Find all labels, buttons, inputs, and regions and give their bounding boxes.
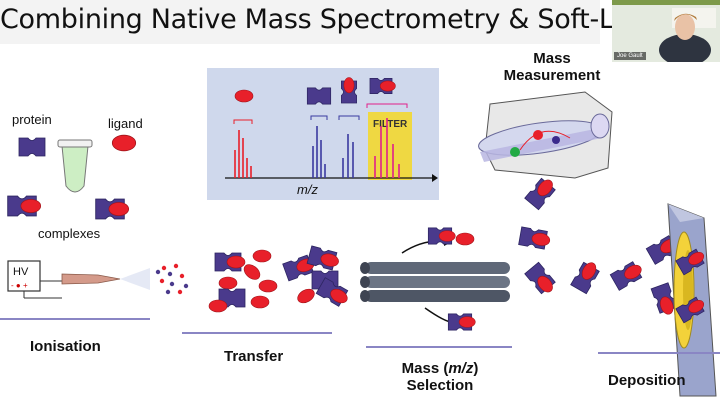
protein-label: protein xyxy=(12,112,52,127)
complexes-label: complexes xyxy=(38,226,101,241)
deposition-target-icon xyxy=(667,203,717,397)
hv-polarity-label: - ● + xyxy=(11,281,28,290)
mass-selection-paren: ) xyxy=(473,360,479,377)
droplets xyxy=(155,263,189,295)
mass-measurement-line1: Mass xyxy=(533,50,571,67)
transfer-ions xyxy=(208,246,351,313)
mass-measurement-line2: Measurement xyxy=(503,67,601,84)
stage-mass-selection-label: Mass (m/z) Selection xyxy=(392,360,488,394)
emitter-capillary-icon xyxy=(61,268,150,290)
filter-label: FILTER xyxy=(373,119,408,130)
deposition-rule xyxy=(598,352,720,354)
ionisation-rule xyxy=(0,318,150,320)
complex-icon xyxy=(96,199,129,219)
slide-title: Combining Native Mass Spectrometry & Sof… xyxy=(0,4,705,35)
ligand-label: ligand xyxy=(108,116,143,131)
hv-label: HV xyxy=(13,266,29,278)
mass-selection-line2: Selection xyxy=(406,377,474,394)
complex-icon xyxy=(8,196,41,216)
quadrupole-mass-filter-icon xyxy=(360,262,510,302)
participant-name: Joe Gault xyxy=(614,52,646,60)
hv-power-supply-icon xyxy=(7,260,62,299)
transfer-rule xyxy=(182,332,332,334)
participant-avatar xyxy=(612,0,720,62)
deposition-ions xyxy=(519,227,682,317)
stage-deposition-label: Deposition xyxy=(608,372,686,389)
participant-video-tile[interactable]: Joe Gault xyxy=(612,0,720,62)
ligand-icon xyxy=(111,134,137,152)
mass-selection-rule xyxy=(366,346,512,348)
protein-icon xyxy=(18,137,46,157)
stage-mass-measurement-label: Mass Measurement xyxy=(492,50,612,84)
title-bar xyxy=(0,0,600,44)
spectrum-x-axis-label: m/z xyxy=(297,182,318,197)
stage-ionisation-label: Ionisation xyxy=(30,338,101,355)
stage-transfer-label: Transfer xyxy=(224,348,284,365)
sample-tube-icon xyxy=(57,139,93,193)
mass-selection-text: Mass ( xyxy=(401,360,449,377)
mass-spectrum-plot xyxy=(225,68,438,182)
orbitrap-analyzer-icon xyxy=(478,91,613,179)
mass-selection-mz: m/z xyxy=(448,360,474,377)
